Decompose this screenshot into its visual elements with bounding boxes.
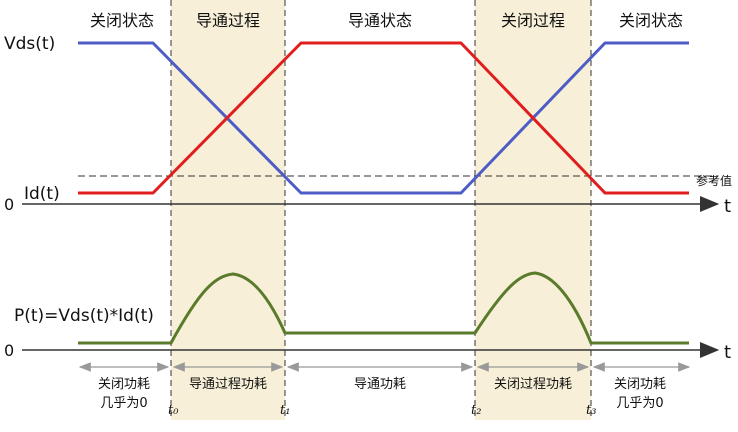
reference-label: 参考值 — [696, 173, 732, 188]
state-off-left: 关闭状态 — [90, 11, 154, 30]
seg-off-left-line2: 几乎为0 — [100, 396, 147, 411]
turn-on-band — [171, 0, 285, 420]
seg-off-right-line1: 关闭功耗 — [614, 377, 666, 392]
time-mark-t1: t₁ — [280, 403, 290, 418]
time-mark-t2: t₂ — [471, 403, 481, 418]
vds-waveform — [78, 41, 689, 195]
top-t-label: t — [724, 196, 731, 217]
vds-label: Vds(t) — [4, 34, 55, 54]
state-on: 导通状态 — [348, 11, 412, 30]
power-waveform — [78, 271, 689, 345]
bottom-t-label: t — [724, 342, 731, 363]
turn-off-band — [475, 0, 591, 420]
seg-turn-off: 关闭过程功耗 — [494, 377, 572, 392]
seg-on: 导通功耗 — [354, 377, 406, 392]
bottom-zero-label: 0 — [4, 341, 14, 360]
time-mark-t0: t₀ — [168, 403, 179, 418]
state-off-right: 关闭状态 — [619, 11, 683, 30]
seg-off-right-line2: 几乎为0 — [616, 396, 663, 411]
power-label: P(t)=Vds(t)*Id(t) — [14, 306, 154, 326]
top-zero-label: 0 — [4, 195, 14, 214]
seg-turn-on: 导通过程功耗 — [189, 377, 267, 392]
state-turn-off: 关闭过程 — [501, 11, 565, 30]
state-turn-on: 导通过程 — [196, 11, 260, 30]
seg-off-left-line1: 关闭功耗 — [98, 377, 150, 392]
id-label: Id(t) — [24, 184, 60, 204]
time-mark-t3: t₃ — [586, 403, 596, 418]
id-waveform — [78, 41, 689, 195]
